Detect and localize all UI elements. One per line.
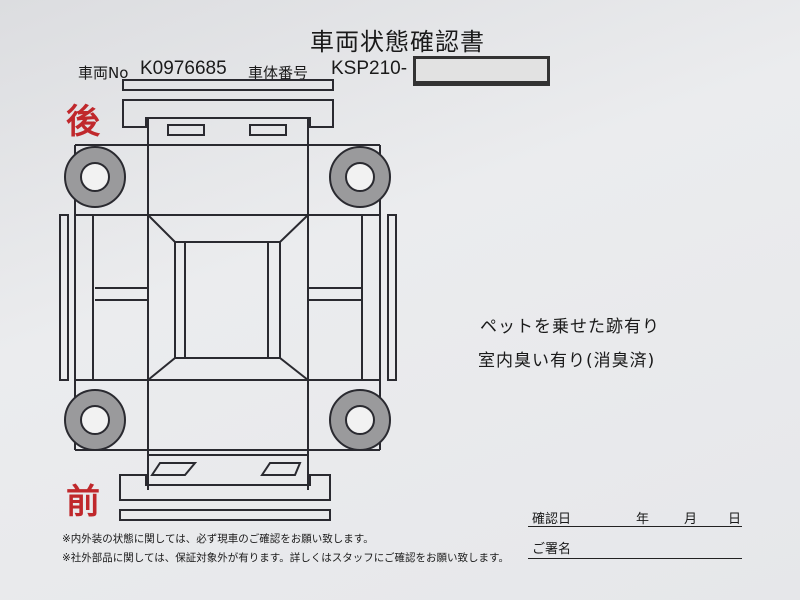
front-label: 前 xyxy=(66,482,100,522)
body-lines xyxy=(75,144,380,451)
note-1: ペットを乗せた跡有り xyxy=(480,317,660,337)
rear-bumper xyxy=(122,99,334,128)
roof-outer xyxy=(174,241,281,359)
day-label: 日 xyxy=(728,512,742,527)
note-2: 室内臭い有り(消臭済) xyxy=(478,351,656,371)
vehicle-no-label: 車両No xyxy=(78,64,129,82)
windshields xyxy=(147,214,309,381)
year-label: 年 xyxy=(636,512,650,527)
roof xyxy=(184,241,269,359)
chassis-label: 車体番号 xyxy=(248,64,309,82)
front-bumper xyxy=(119,474,331,501)
rear-light-right xyxy=(249,124,287,136)
redaction-block xyxy=(413,56,550,86)
document-title: 車両状態確認書 xyxy=(310,28,485,56)
headlights xyxy=(150,462,302,476)
right-side-skirt xyxy=(387,214,397,381)
door-handles xyxy=(95,287,362,301)
signature-line xyxy=(528,558,742,559)
rear-light-left xyxy=(167,124,205,136)
front-bumper-bottom xyxy=(119,509,331,521)
chassis-number: KSP210- xyxy=(331,58,408,79)
vehicle-no: K0976685 xyxy=(140,58,227,79)
confirm-date-label: 確認日 xyxy=(532,512,572,527)
date-line xyxy=(528,526,742,527)
signature-label: ご署名 xyxy=(532,542,572,557)
body-sides xyxy=(147,118,309,490)
wheels xyxy=(64,146,391,451)
left-side-skirt xyxy=(59,214,69,381)
month-label: 月 xyxy=(684,512,698,527)
footnote-2: ※社外部品に関しては、保証対象外が有ります。詳しくはスタッフにご確認をお願い致し… xyxy=(62,552,509,564)
footnote-1: ※内外装の状態に関しては、必ず現車のご確認をお願い致します。 xyxy=(62,533,374,545)
rear-bumper-top xyxy=(122,79,334,91)
rear-label: 後 xyxy=(66,102,100,142)
